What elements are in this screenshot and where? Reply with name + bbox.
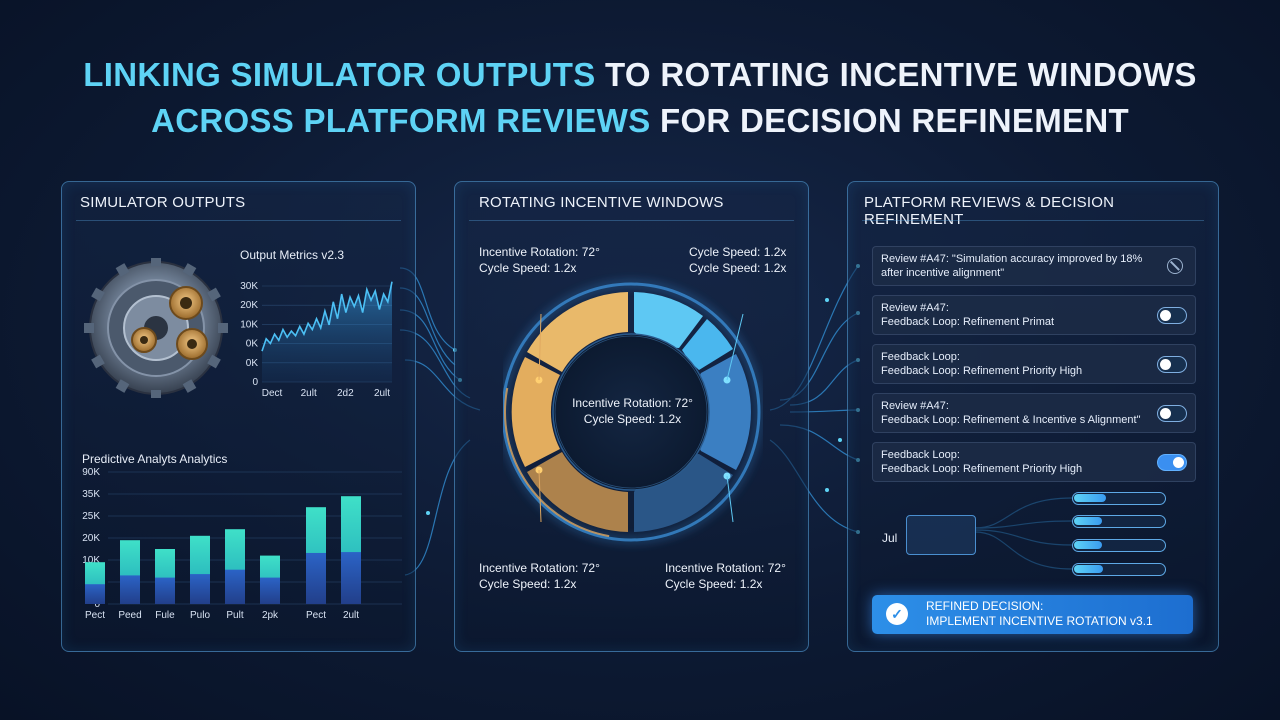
x-tick-label: 2ult (343, 610, 359, 621)
rotating-incentive-panel: ROTATING INCENTIVE WINDOWS Incentive Rot… (454, 181, 809, 652)
gear-icon (84, 258, 228, 398)
simulator-outputs-panel: SIMULATOR OUTPUTS (61, 181, 416, 652)
review-card-1: Review #A47: "Simulation accuracy improv… (872, 246, 1196, 286)
bar-segment (341, 552, 361, 604)
progress-bar-2 (1072, 515, 1166, 528)
window-label-top-left: Incentive Rotation: 72° Cycle Speed: 1.2… (479, 245, 600, 275)
x-tick-label: 2ult (301, 388, 317, 399)
x-tick-label: Pect (85, 610, 105, 621)
review-card-4: Review #A47: Feedback Loop: Refinement &… (872, 393, 1196, 433)
bar-segment (306, 552, 326, 604)
y-tick-label: 35K (82, 489, 100, 500)
predictive-analytics-bar-chart: 90K35K25K20K10K5K0PectPeedFulePuloPult2p… (82, 468, 402, 621)
x-tick-label: Dect (262, 388, 283, 399)
panel-divider (862, 220, 1204, 221)
y-tick-label: 90K (82, 468, 100, 478)
x-tick-label: 2pk (262, 610, 279, 621)
window-label-top-right: Cycle Speed: 1.2x Cycle Speed: 1.2x (689, 245, 787, 275)
y-tick-label: 0K (246, 358, 259, 369)
x-tick-label: Pect (306, 610, 326, 621)
simulator-outputs-title: SIMULATOR OUTPUTS (80, 194, 246, 211)
y-tick-label: 30K (240, 281, 258, 292)
progress-bar-3 (1072, 539, 1166, 552)
progress-fill (1074, 494, 1107, 502)
line-area (262, 281, 392, 382)
review-card-3: Feedback Loop: Feedback Loop: Refinement… (872, 344, 1196, 384)
page-title: LINKING SIMULATOR OUTPUTS TO ROTATING IN… (0, 52, 1280, 144)
x-tick-label: Peed (118, 610, 141, 621)
window-label-bottom-left: Incentive Rotation: 72° Cycle Speed: 1.2… (479, 561, 600, 591)
x-tick-label: 2d2 (337, 388, 354, 399)
window-label-center: Incentive Rotation: 72° Cycle Speed: 1.2… (572, 396, 693, 426)
toggle-knob (1160, 407, 1171, 419)
no-entry-icon[interactable] (1167, 258, 1183, 274)
toggle-knob (1160, 358, 1171, 370)
y-tick-label: 10K (240, 319, 258, 330)
bar-segment (225, 569, 245, 604)
bar-segment (85, 584, 105, 604)
y-tick-label: 20K (82, 533, 100, 544)
review-toggle-5[interactable] (1157, 454, 1187, 471)
title-line-2: ACROSS PLATFORM REVIEWS FOR DECISION REF… (151, 102, 1129, 139)
platform-reviews-title: PLATFORM REVIEWS & DECISION REFINEMENT (864, 194, 1115, 228)
y-tick-label: 20K (240, 300, 258, 311)
y-tick-label: 25K (82, 511, 100, 522)
review-toggle-3[interactable] (1157, 356, 1187, 373)
platform-reviews-panel: PLATFORM REVIEWS & DECISION REFINEMENT R… (847, 181, 1219, 652)
y-tick-label: 0 (94, 599, 100, 610)
window-label-bottom-right: Incentive Rotation: 72° Cycle Speed: 1.2… (665, 561, 786, 591)
line-chart-title: Output Metrics v2.3 (240, 248, 345, 262)
bar-segment (190, 574, 210, 604)
x-tick-label: Pult (226, 610, 243, 621)
progress-fill (1074, 517, 1102, 525)
progress-bar-1 (1072, 492, 1166, 505)
x-tick-label: Pulo (190, 610, 210, 621)
progress-fill (1074, 541, 1102, 549)
panel-divider (76, 220, 401, 221)
bar-segment (155, 577, 175, 604)
flow-label: Jul (882, 531, 898, 545)
bar-segment (120, 575, 140, 604)
review-card-5: Feedback Loop: Feedback Loop: Refinement… (872, 442, 1196, 482)
toggle-knob (1160, 309, 1171, 321)
x-tick-label: 2ult (374, 388, 390, 399)
y-tick-label: 0K (246, 339, 259, 350)
y-tick-label: 10K (82, 555, 100, 566)
y-tick-label: 0 (252, 377, 258, 388)
refined-decision-button[interactable]: ✓ REFINED DECISION: IMPLEMENT INCENTIVE … (872, 595, 1193, 634)
review-toggle-2[interactable] (1157, 307, 1187, 324)
x-tick-label: Fule (155, 610, 175, 621)
title-line-1: LINKING SIMULATOR OUTPUTS TO ROTATING IN… (83, 56, 1197, 93)
review-toggle-4[interactable] (1157, 405, 1187, 422)
line-series (261, 281, 393, 352)
toggle-knob (1173, 456, 1184, 468)
bar-segment (260, 577, 280, 604)
flow-node (906, 515, 976, 555)
checkmark-icon: ✓ (886, 603, 908, 625)
progress-fill (1074, 565, 1104, 573)
progress-bar-4 (1072, 563, 1166, 576)
review-card-2: Review #A47: Feedback Loop: Refinement P… (872, 295, 1196, 335)
bar-chart-title: Predictive Analyts Analytics (82, 452, 228, 466)
panel-divider (469, 220, 794, 221)
incentive-rotation-ring (503, 282, 761, 542)
rotating-incentive-title: ROTATING INCENTIVE WINDOWS (479, 194, 724, 211)
